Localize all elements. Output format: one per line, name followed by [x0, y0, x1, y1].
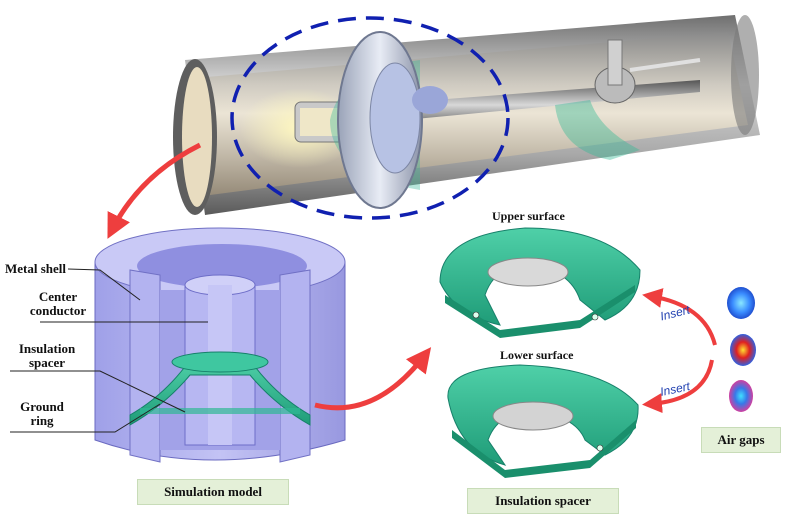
label-leaders [10, 268, 208, 433]
arrow-insert-upper [642, 288, 717, 346]
upper-spacer [439, 227, 641, 338]
basin-insulator-disk [330, 31, 448, 209]
leader-metal-shell [67, 268, 141, 301]
air-gap-2 [730, 334, 756, 366]
label-metal-shell: Metal shell [5, 261, 67, 276]
label-ground-ring: Ground ring [12, 400, 72, 428]
highlight-ellipse [230, 16, 510, 220]
air-gap-1 [727, 287, 755, 319]
arrow-model-to-spacer [314, 347, 432, 411]
caption-insulation-spacer: Insulation spacer [467, 488, 619, 514]
label-insulation-spacer-line2: spacer [28, 355, 66, 370]
arrow-tube-to-model [107, 142, 202, 239]
leader-insulation-spacer [10, 370, 186, 413]
gis-tube [173, 15, 760, 215]
title-upper-surface: Upper surface [492, 209, 565, 223]
lower-spacer [447, 364, 639, 478]
simulation-model [94, 227, 346, 463]
title-lower-surface: Lower surface [500, 348, 574, 362]
leader-ground-ring [10, 403, 161, 433]
air-gap-3 [729, 380, 753, 412]
label-insulation-spacer: Insulation spacer [8, 342, 86, 370]
caption-air-gaps: Air gaps [701, 427, 781, 453]
label-ground-ring-line1: Ground [20, 399, 64, 414]
air-gaps [727, 287, 756, 412]
caption-simulation-model: Simulation model [137, 479, 289, 505]
arrow-insert-lower [642, 359, 714, 414]
label-ground-ring-line2: ring [30, 413, 54, 428]
second-spacer [555, 39, 701, 160]
label-center-conductor: Center conductor [24, 290, 92, 318]
label-insulation-spacer-line1: Insulation [18, 341, 76, 356]
label-center-conductor-line2: conductor [29, 303, 87, 318]
label-center-conductor-line1: Center [38, 289, 78, 304]
